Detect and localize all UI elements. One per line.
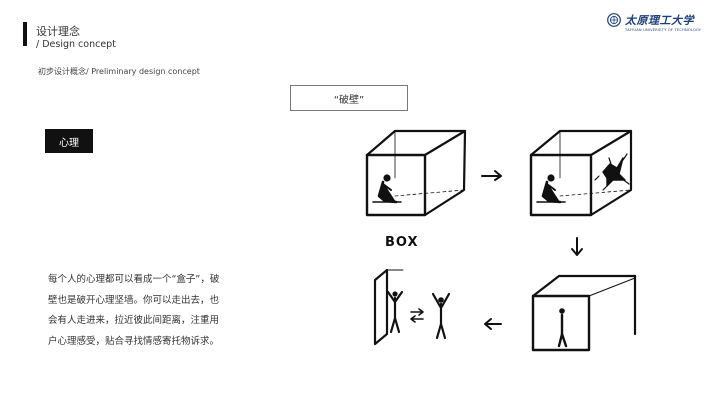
sitting-person-icon: [372, 174, 402, 204]
header-accent-bar: [23, 22, 27, 46]
university-emblem-icon: [607, 13, 621, 27]
sketch-box-closed: [365, 129, 467, 217]
sketch-box-open: [531, 274, 637, 352]
logo-name: 太原理工大学: [625, 14, 694, 27]
exchange-arrows-icon: [410, 308, 424, 323]
box-label: BOX: [385, 235, 419, 250]
body-line: 壁也是破开心理坚墙。你可以走出去，也: [48, 294, 220, 306]
sketch-box-cracking: [529, 129, 633, 217]
person-cheering-icon: [431, 292, 451, 340]
university-logo: 太原理工大学 TAIYUAN UNIVERSITY OF TECHNOLOGY: [607, 10, 703, 38]
arrow-right-icon: [481, 170, 502, 181]
concept-label-box: “破壁”: [290, 85, 408, 111]
arrow-left-icon: [484, 318, 502, 330]
wall-crack-icon: [594, 153, 630, 191]
body-line: 会有人走进来，拉近彼此间距离，注重用: [48, 315, 220, 326]
page-title: 设计理念: [36, 25, 80, 38]
concept-label: “破壁”: [333, 94, 365, 106]
person-waving-icon: [386, 290, 404, 334]
sketch-people-meeting: [373, 268, 451, 346]
page-title-english: / Design concept: [36, 39, 116, 50]
section-subtitle: 初步设计概念/ Preliminary design concept: [38, 67, 200, 76]
logo-subtitle: TAIYUAN UNIVERSITY OF TECHNOLOGY: [625, 28, 702, 32]
body-paragraph: 每个人的心理都可以看成一个“盒子”，破 壁也是破开心理坚墙。你可以走出去，也 会…: [48, 270, 248, 352]
body-line: 户心理感受，贴合寻找情感寄托物诉求。: [48, 335, 220, 347]
body-line: 每个人的心理都可以看成一个“盒子”，破: [48, 274, 220, 285]
section-tag-label: 心理: [59, 137, 79, 149]
standing-person-icon: [557, 308, 568, 348]
arrow-down-icon: [571, 237, 583, 256]
section-tag: 心理: [45, 129, 93, 153]
sitting-person-icon: [536, 174, 566, 204]
concept-sketch-illustration: BOX: [365, 129, 637, 352]
